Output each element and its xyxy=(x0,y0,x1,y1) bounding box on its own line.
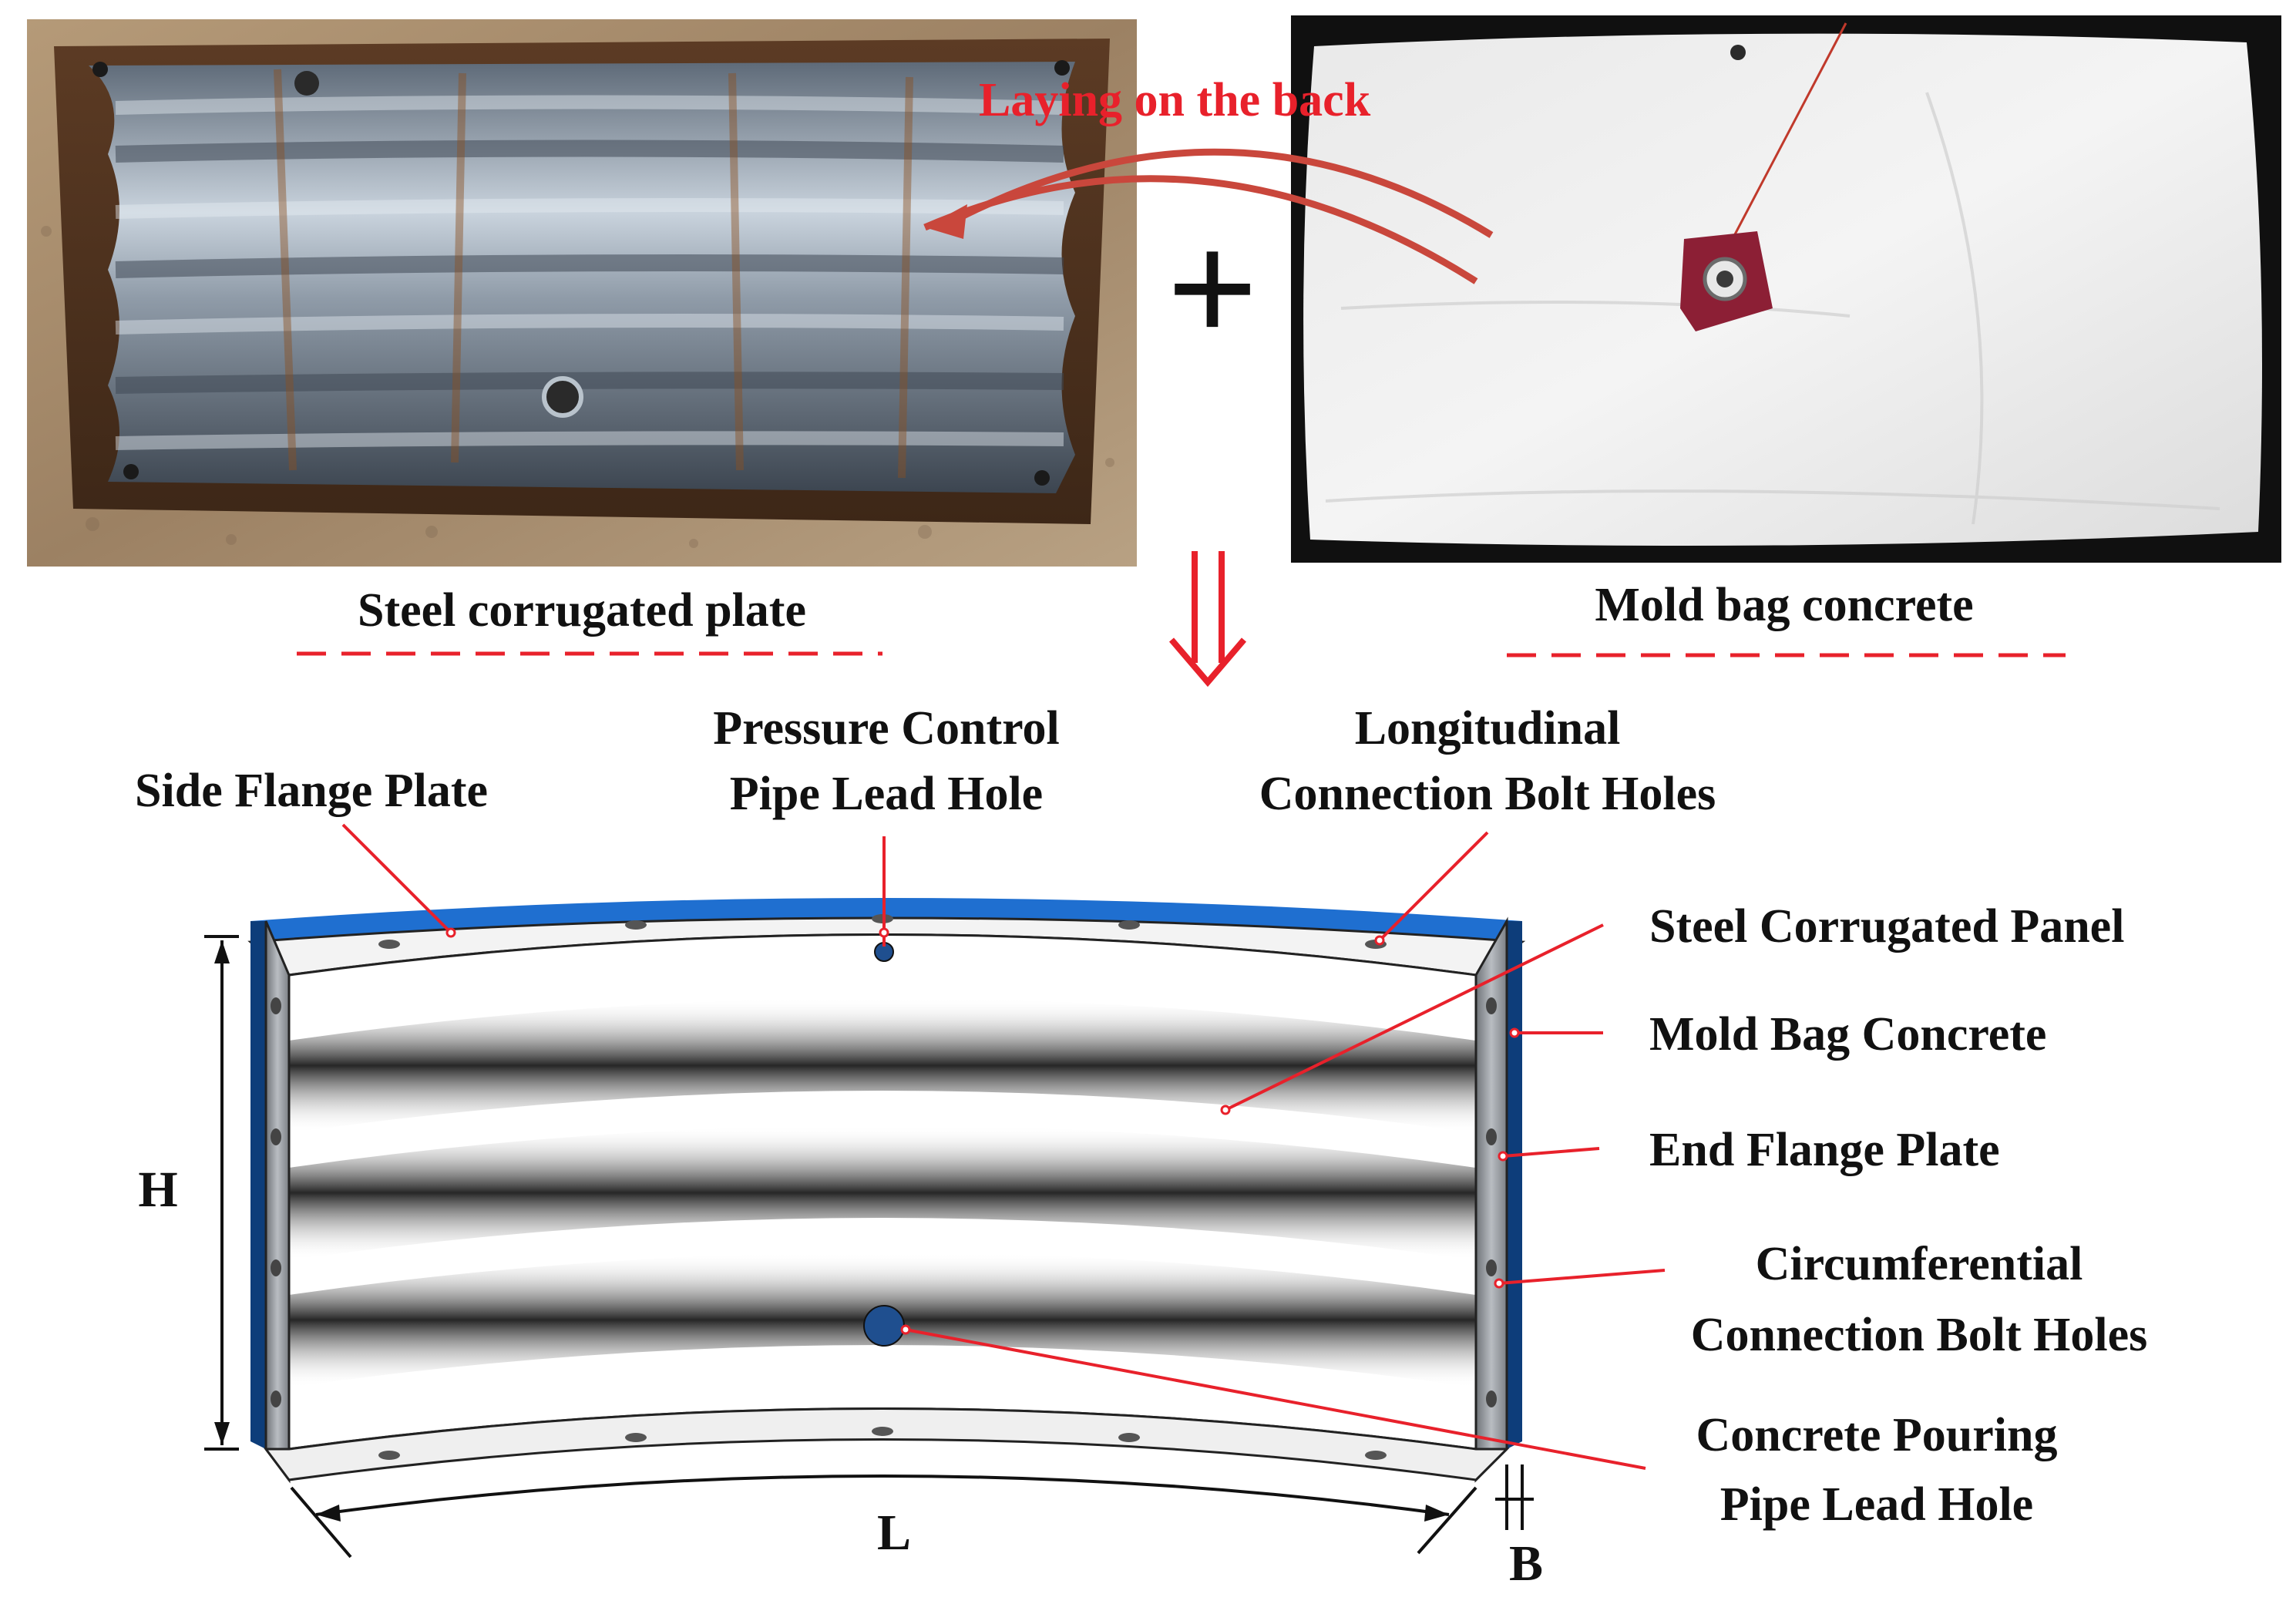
label-longitudinal-1: Longitudinal xyxy=(1355,702,1621,755)
dimension-l: L xyxy=(877,1505,911,1561)
dimension-h: H xyxy=(138,1162,177,1218)
dimension-b: B xyxy=(1509,1535,1543,1592)
label-longitudinal-2: Connection Bolt Holes xyxy=(1259,768,1716,820)
label-circumferential-1: Circumferential xyxy=(1756,1238,2083,1290)
circumferential-bolt-holes xyxy=(271,997,1497,1407)
label-pressure-control-1: Pressure Control xyxy=(713,702,1059,755)
mold-bag-photo xyxy=(1291,15,2281,563)
side-flange-strip xyxy=(250,898,1522,942)
concrete-pouring-hole xyxy=(863,1305,905,1347)
dimension-lines xyxy=(204,935,1534,1559)
label-end-flange-plate: End Flange Plate xyxy=(1649,1124,2000,1176)
plus-icon: + xyxy=(1166,200,1259,378)
panel-drawing xyxy=(247,898,1526,1484)
laying-label: Laying on the back xyxy=(979,74,1371,126)
label-circumferential-2: Connection Bolt Holes xyxy=(1691,1309,2147,1361)
label-side-flange-plate: Side Flange Plate xyxy=(135,765,488,817)
steel-plate-caption: Steel corrugated plate xyxy=(358,584,806,637)
label-concrete-pouring-2: Pipe Lead Hole xyxy=(1720,1478,2033,1531)
laying-arrow xyxy=(923,148,1494,284)
label-steel-corrugated-panel: Steel Corrugated Panel xyxy=(1649,900,2124,953)
label-mold-bag-concrete: Mold Bag Concrete xyxy=(1649,1008,2046,1061)
steel-plate-photo xyxy=(27,19,1137,567)
label-concrete-pouring-1: Concrete Pouring xyxy=(1696,1409,2058,1461)
mold-bag-caption: Mold bag concrete xyxy=(1595,579,1973,631)
leader-lines xyxy=(341,823,1666,1470)
label-pressure-control-2: Pipe Lead Hole xyxy=(730,768,1043,820)
down-arrow-icon xyxy=(1168,551,1247,688)
